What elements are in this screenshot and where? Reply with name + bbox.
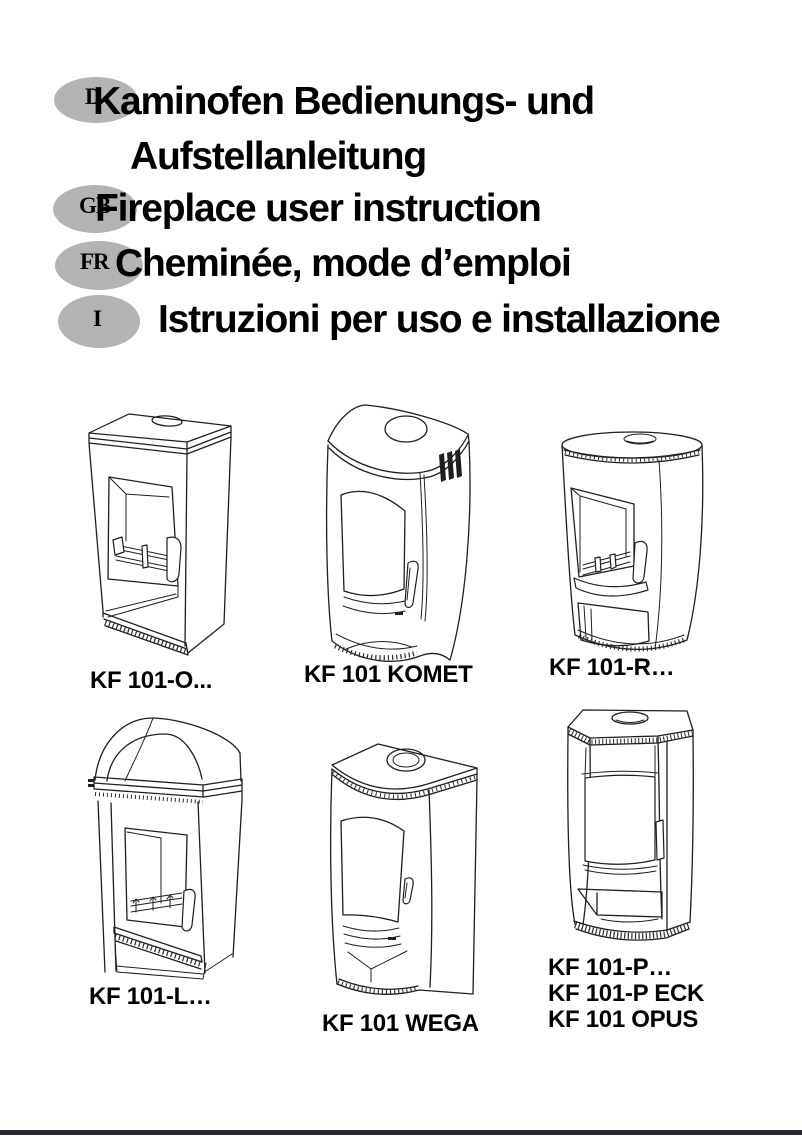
caption-kf101-p: KF 101-P… (548, 954, 673, 981)
figure-kf101-o (75, 405, 290, 690)
lang-badge-it-label: I (93, 306, 102, 331)
figure-kf101-komet (303, 403, 493, 670)
lang-badge-fr: FR (55, 241, 143, 290)
caption-kf101-wega: KF 101 WEGA (322, 1010, 479, 1037)
title-fr: Cheminée, mode d’emploi (115, 242, 572, 285)
lang-badge-fr-label: FR (80, 249, 110, 274)
title-en: Fireplace user instruction (95, 187, 542, 230)
stove-kf101-r-drawing (561, 431, 704, 652)
caption-kf101-p-eck: KF 101-P ECK (548, 980, 705, 1007)
stove-kf101-o-drawing (88, 413, 232, 656)
lang-badge-gb: GB (53, 185, 137, 233)
stove-kf101-p-drawing (567, 709, 694, 941)
lang-badge-de: D (54, 77, 138, 123)
title-it: Istruzioni per uso e installazione (158, 298, 721, 341)
lang-badge-de-label: D (85, 84, 102, 109)
figure-kf101-p (563, 703, 703, 945)
caption-kf101-r: KF 101-R… (549, 654, 675, 681)
title-de-line2: Aufstellanleitung (130, 135, 427, 178)
caption-kf101-l: KF 101-L… (89, 983, 212, 1010)
caption-kf101-o: KF 101-O... (90, 667, 213, 694)
figure-kf101-r (558, 428, 705, 660)
caption-kf101-komet: KF 101 KOMET (304, 661, 473, 688)
stove-kf101-wega-drawing (329, 743, 478, 995)
figure-kf101-wega (318, 738, 495, 1005)
page-footer-rule (0, 1130, 802, 1135)
title-de-line1: Kaminofen Bedienungs- und (93, 80, 595, 123)
stove-kf101-komet-drawing (325, 404, 471, 662)
lang-badge-gb-label: GB (79, 193, 111, 218)
caption-kf101-opus: KF 101 OPUS (548, 1006, 699, 1033)
lang-badge-it: I (58, 295, 140, 348)
caption-kf101-p-group: KF 101-P… KF 101-P ECK KF 101 OPUS (548, 955, 704, 1033)
figure-kf101-l (85, 705, 260, 985)
stove-kf101-l-drawing (88, 717, 243, 980)
